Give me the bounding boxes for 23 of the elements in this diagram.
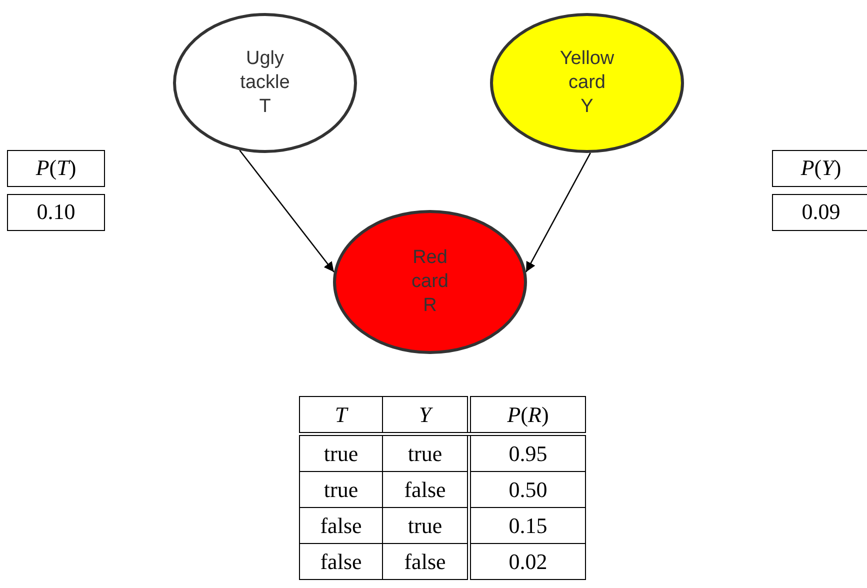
probability-value: 0.09 xyxy=(772,194,867,231)
probability-label: P(T) xyxy=(7,150,105,187)
arrow xyxy=(525,152,591,272)
table-cell: true xyxy=(300,472,382,508)
node-label: Red card xyxy=(410,246,450,294)
table-cell: false xyxy=(300,544,382,580)
table-cell: false xyxy=(300,508,382,544)
table-header: Y xyxy=(382,396,469,434)
probability-label: P(Y) xyxy=(772,150,867,187)
node-label: Y xyxy=(580,95,594,119)
table-header: P(R) xyxy=(469,396,586,434)
node-label: Ugly tackle xyxy=(239,47,291,95)
probability-value: 0.10 xyxy=(7,194,105,231)
table-cell: 0.50 xyxy=(469,472,586,508)
table-header: T xyxy=(300,396,382,434)
node-label: R xyxy=(423,294,437,318)
table-cell: 0.02 xyxy=(469,544,586,580)
table-cell: 0.95 xyxy=(469,434,586,472)
table-cell: 0.15 xyxy=(469,508,586,544)
node-label: Yellow card xyxy=(558,47,616,95)
table-cell: true xyxy=(300,434,382,472)
node-label: T xyxy=(259,95,271,119)
arrow xyxy=(239,150,334,272)
